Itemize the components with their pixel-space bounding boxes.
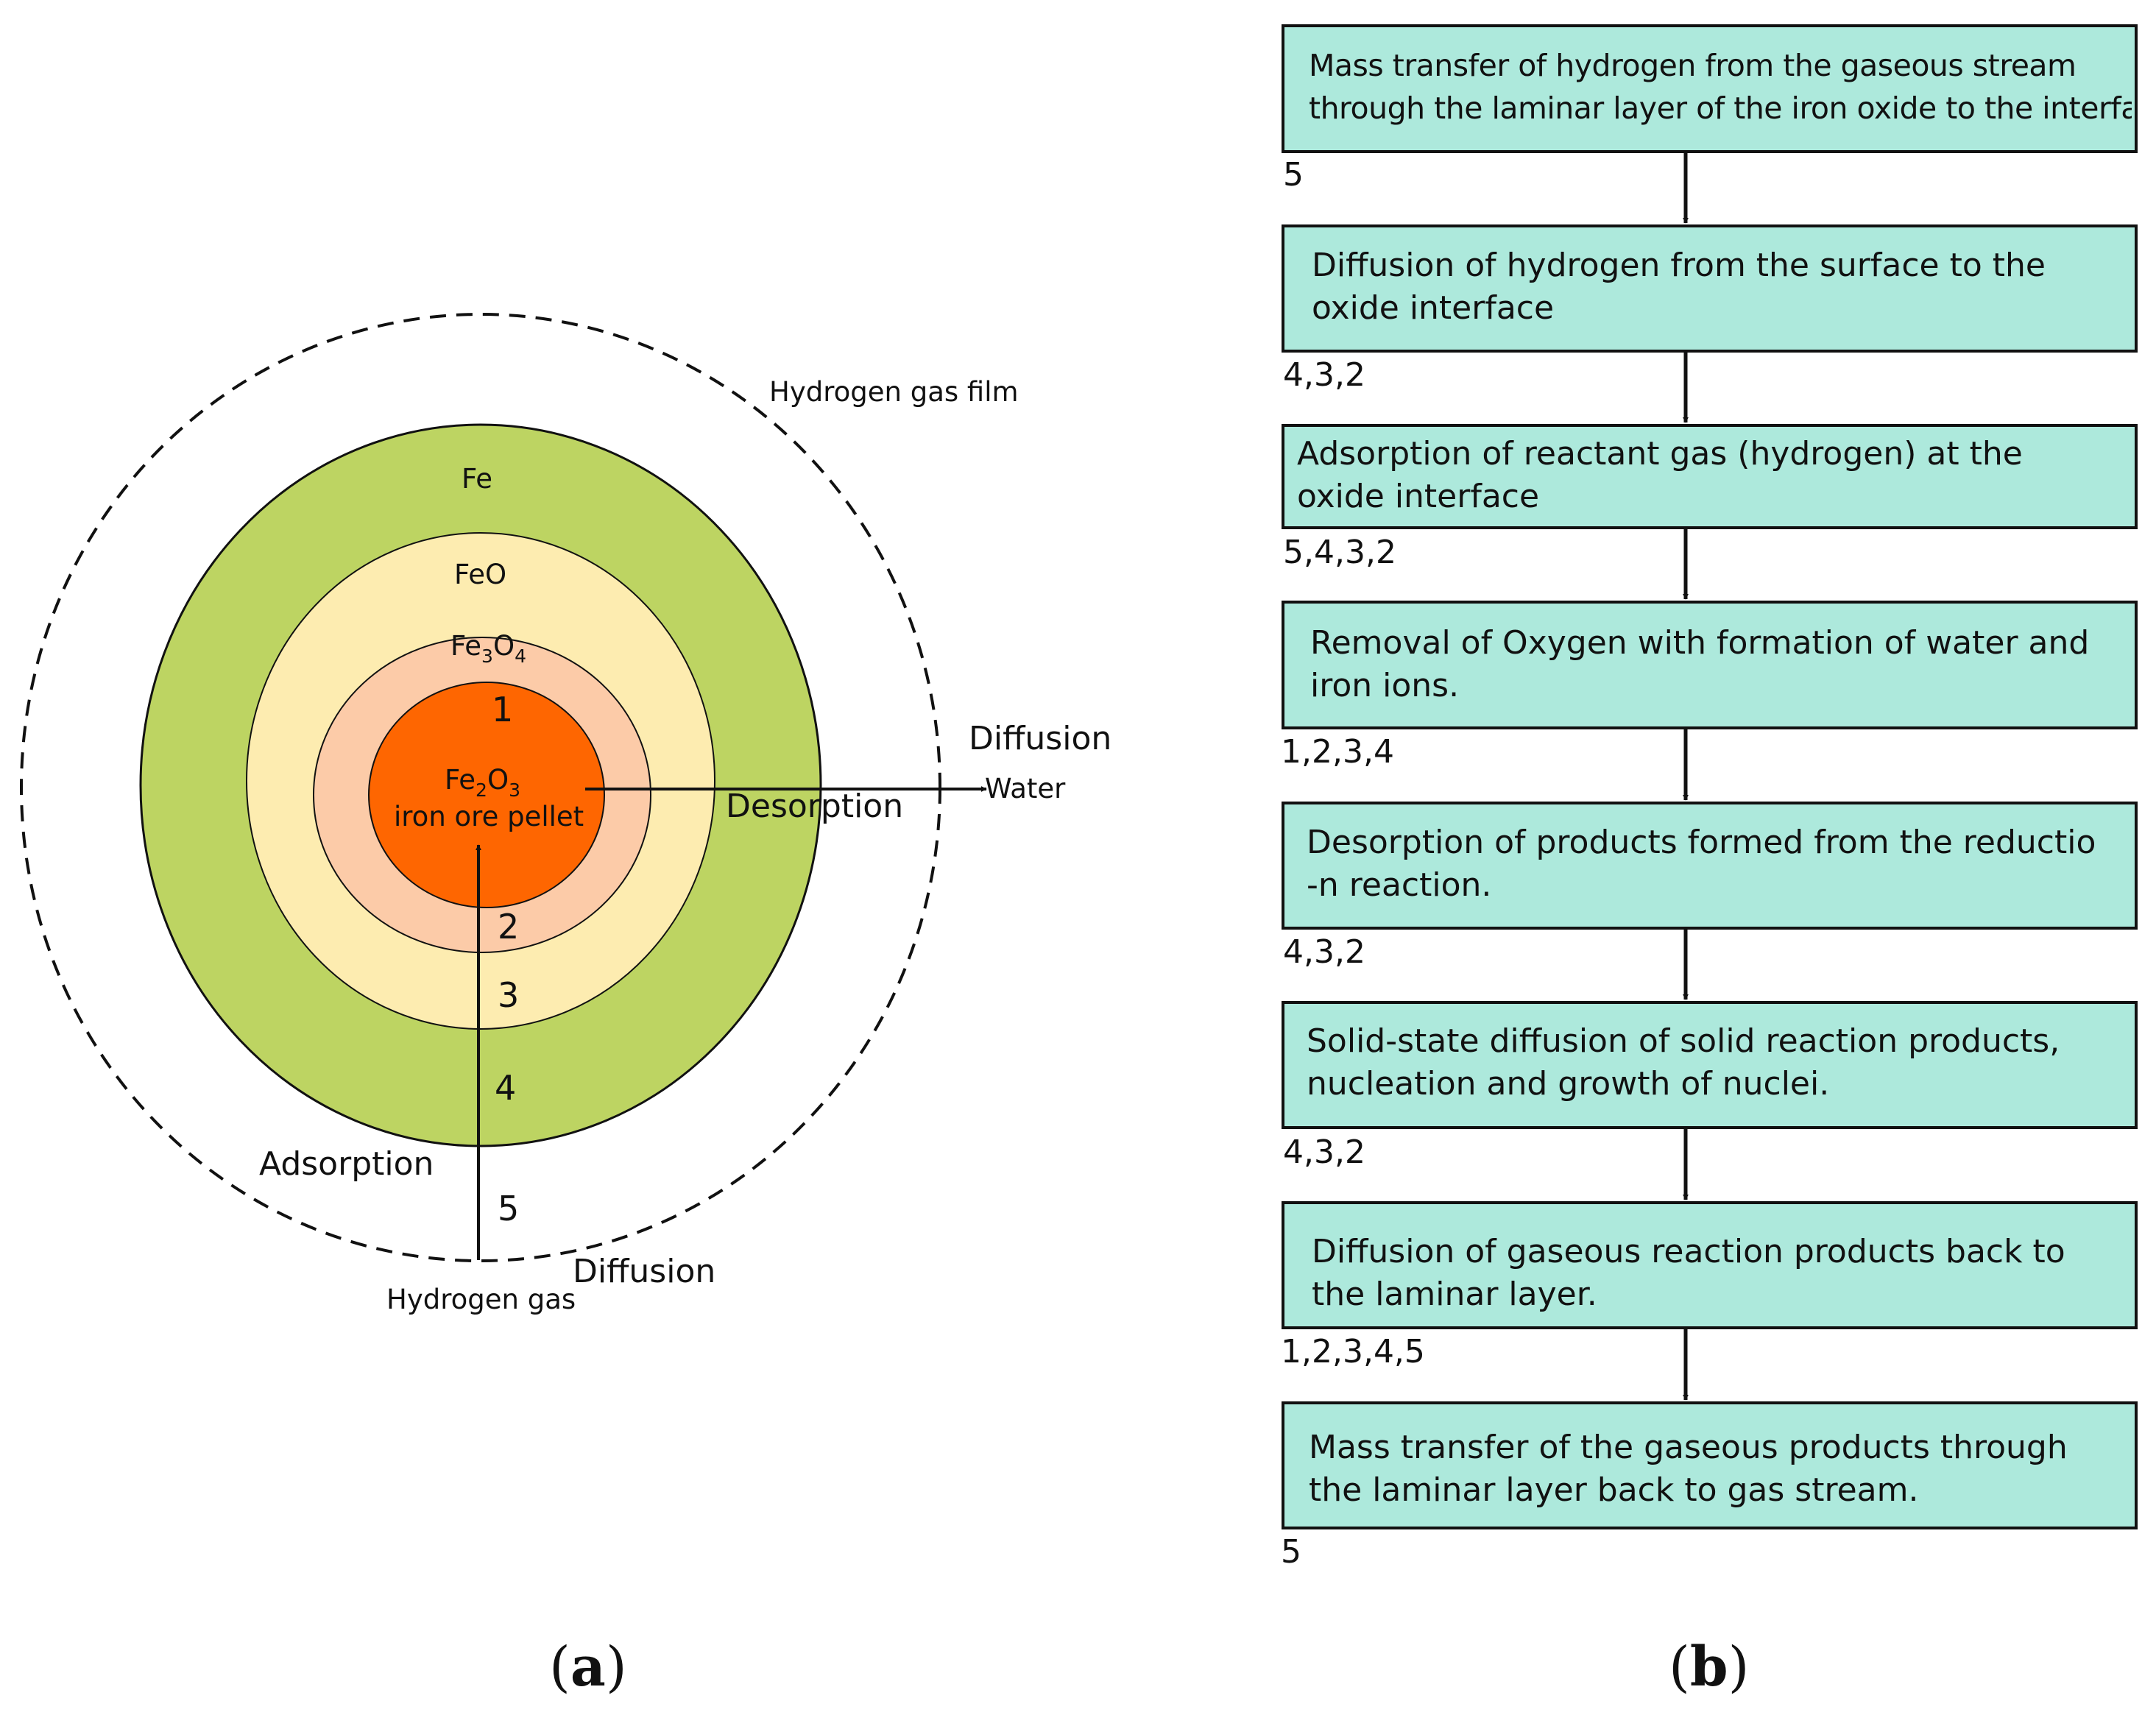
layer-number-5: 5	[498, 1189, 519, 1228]
layer-number-2: 2	[498, 907, 519, 947]
step-5-layers: 4,3,2	[1283, 933, 1365, 971]
step-1-text: Mass transfer of hydrogen from the gaseo…	[1309, 44, 2132, 130]
panel-b-flowchart	[1282, 24, 2138, 1529]
step-box-6	[1282, 1001, 2138, 1129]
fe2o3-core	[368, 682, 605, 908]
panel-a-diagram: Hydrogen gas film Fe FeO Fe3O4 Fe2O3 iro…	[20, 313, 1111, 1315]
step-5-text: Desorption of products formed from the r…	[1307, 821, 2131, 907]
step-5-line-1: Desorption of products formed from the r…	[1307, 824, 2096, 861]
step-3-line-2: oxide interface	[1297, 478, 1540, 515]
step-7-layers: 1,2,3,4,5	[1281, 1333, 1425, 1370]
layer-number-1: 1	[492, 690, 513, 729]
step-1-line-1: Mass transfer of hydrogen from the gaseo…	[1309, 48, 2077, 83]
panel-b-caption: (b)	[1669, 1635, 1750, 1699]
step-box-1	[1282, 24, 2138, 153]
step-7-line-1: Diffusion of gaseous reaction products b…	[1312, 1233, 2065, 1270]
step-4-line-2: iron ions.	[1310, 667, 1460, 704]
iron-ore-pellet-label: iron ore pellet	[394, 801, 584, 832]
step-4-text: Removal of Oxygen with formation of wate…	[1310, 622, 2129, 707]
step-8-line-1: Mass transfer of the gaseous products th…	[1309, 1429, 2068, 1466]
desorption-label: Desorption	[726, 788, 903, 825]
fe3o4-layer-label: Fe3O4	[450, 630, 526, 667]
layer-number-4: 4	[495, 1068, 516, 1108]
step-2-line-2: oxide interface	[1312, 289, 1555, 327]
step-6-layers: 4,3,2	[1283, 1133, 1365, 1171]
step-8-layers: 5	[1281, 1533, 1301, 1571]
hydrogen-gas-film-label: Hydrogen gas film	[769, 376, 1019, 408]
hydrogen-gas-label: Hydrogen gas	[386, 1284, 576, 1315]
step-4-line-1: Removal of Oxygen with formation of wate…	[1310, 624, 2090, 662]
feo-layer-label: FeO	[454, 559, 506, 590]
panel-a-caption: (a)	[549, 1635, 627, 1699]
fe-layer-label: Fe	[462, 463, 492, 495]
layer-number-3: 3	[498, 975, 519, 1015]
step-3-line-1: Adsorption of reactant gas (hydrogen) at…	[1297, 435, 2023, 473]
step-8-line-2: the laminar layer back to gas stream.	[1309, 1471, 1919, 1509]
water-label: Water	[985, 773, 1066, 804]
adsorption-label: Adsorption	[259, 1145, 434, 1183]
diffusion-inward-label: Diffusion	[573, 1253, 715, 1290]
step-2-line-1: Diffusion of hydrogen from the surface t…	[1312, 247, 2046, 284]
step-2-text: Diffusion of hydrogen from the surface t…	[1312, 244, 2129, 330]
step-1-line-2: through the laminar layer of the iron ox…	[1309, 91, 2132, 126]
step-1-layers: 5	[1283, 156, 1304, 194]
step-6-line-2: nucleation and growth of nuclei.	[1307, 1065, 1830, 1103]
step-7-line-2: the laminar layer.	[1312, 1276, 1597, 1313]
step-3-text: Adsorption of reactant gas (hydrogen) at…	[1297, 433, 2129, 518]
diffusion-outward-label: Diffusion	[969, 720, 1111, 757]
step-3-layers: 5,4,3,2	[1283, 534, 1396, 571]
step-box-3	[1282, 424, 2138, 529]
fe2o3-core-formula: Fe2O3	[445, 764, 520, 801]
step-box-4	[1282, 601, 2138, 729]
step-6-line-1: Solid-state diffusion of solid reaction …	[1307, 1022, 2060, 1060]
step-box-2	[1282, 224, 2138, 353]
step-6-text: Solid-state diffusion of solid reaction …	[1307, 1020, 2131, 1106]
step-8-text: Mass transfer of the gaseous products th…	[1309, 1426, 2129, 1512]
step-box-8	[1282, 1401, 2138, 1529]
step-box-7	[1282, 1201, 2138, 1329]
step-5-line-2: -n reaction.	[1307, 866, 1492, 904]
step-7-text: Diffusion of gaseous reaction products b…	[1312, 1231, 2129, 1316]
step-2-layers: 4,3,2	[1283, 356, 1365, 394]
step-4-layers: 1,2,3,4	[1281, 733, 1394, 771]
step-box-5	[1282, 802, 2138, 930]
